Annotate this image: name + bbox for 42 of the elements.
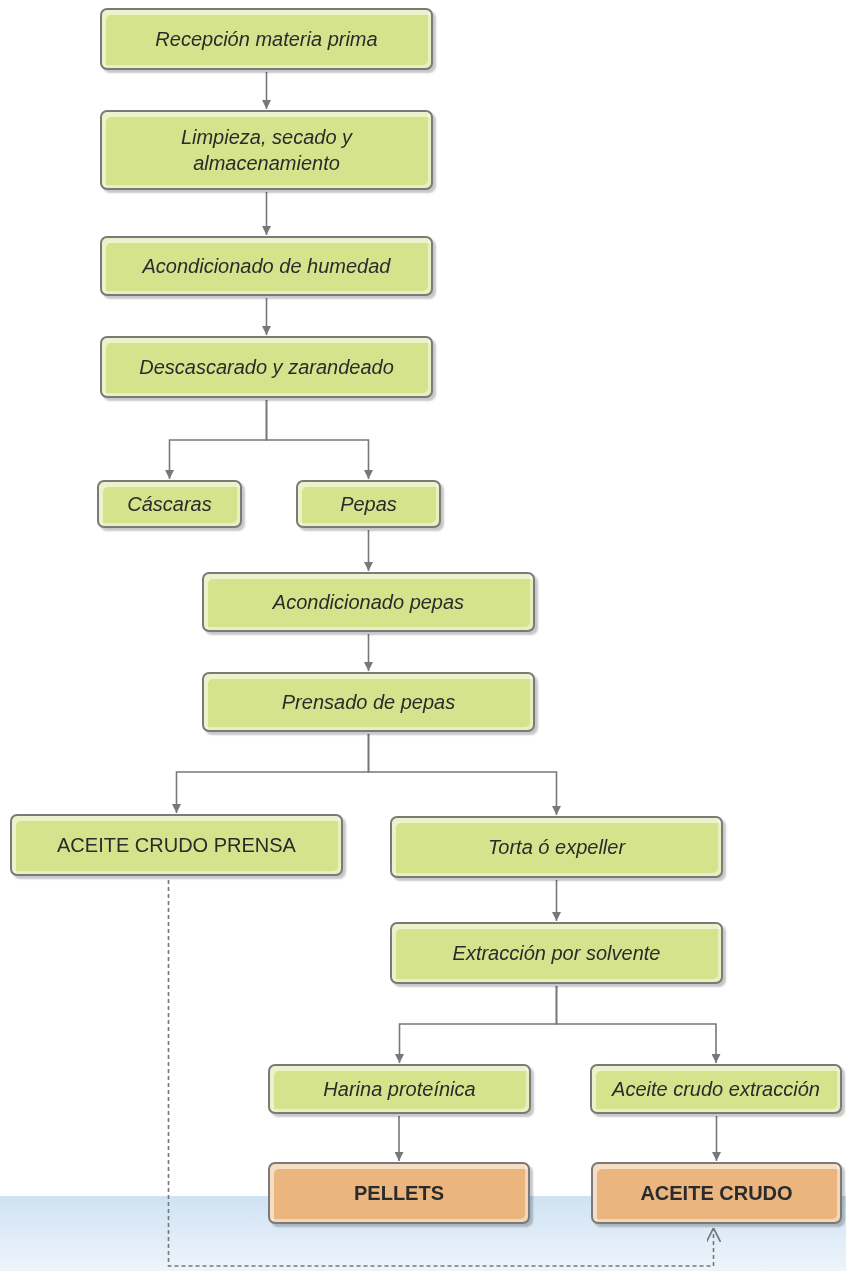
arrow — [262, 71, 271, 110]
process-box — [296, 480, 441, 528]
arrow — [555, 985, 721, 1064]
box-label: Acondicionado de humedad — [142, 254, 391, 279]
box-label: Limpieza, secado y almacenamiento — [179, 125, 354, 176]
arrow — [367, 733, 561, 816]
box-label: PELLETS — [354, 1181, 444, 1206]
box-label: Cáscaras — [127, 492, 212, 517]
box-label: Torta ó expeller — [487, 835, 626, 860]
dashed-arrow — [167, 879, 722, 1267]
box-label: Recepción materia prima — [155, 27, 378, 52]
product-box — [591, 1162, 842, 1224]
process-box — [100, 110, 433, 190]
box-label: Acondicionado pepas — [272, 590, 465, 615]
process-box — [390, 816, 723, 878]
process-box — [590, 1064, 842, 1114]
arrow — [712, 1115, 721, 1162]
product-box — [268, 1162, 530, 1224]
process-box — [100, 336, 433, 398]
process-box — [202, 672, 535, 732]
arrow — [265, 399, 373, 480]
arrow — [262, 191, 271, 236]
process-box — [10, 814, 343, 876]
box-label: Aceite crudo extracción — [612, 1077, 820, 1102]
box-label: Descascarado y zarandeado — [139, 355, 394, 380]
box-label: ACEITE CRUDO — [640, 1181, 793, 1206]
arrow — [394, 1115, 404, 1162]
box-label: Pepas — [340, 492, 397, 517]
process-box — [100, 8, 433, 70]
process-box — [268, 1064, 531, 1114]
box-label: Harina proteínica — [323, 1077, 476, 1102]
arrow — [552, 879, 561, 922]
box-label: Extracción por solvente — [452, 941, 661, 966]
box-label: ACEITE CRUDO PRENSA — [57, 833, 296, 858]
arrow — [364, 633, 373, 672]
process-box — [97, 480, 242, 528]
process-box — [202, 572, 535, 632]
arrow — [364, 529, 373, 572]
process-box — [390, 922, 723, 984]
box-label: Prensado de pepas — [281, 690, 456, 715]
process-box — [100, 236, 433, 296]
arrow — [262, 297, 271, 336]
